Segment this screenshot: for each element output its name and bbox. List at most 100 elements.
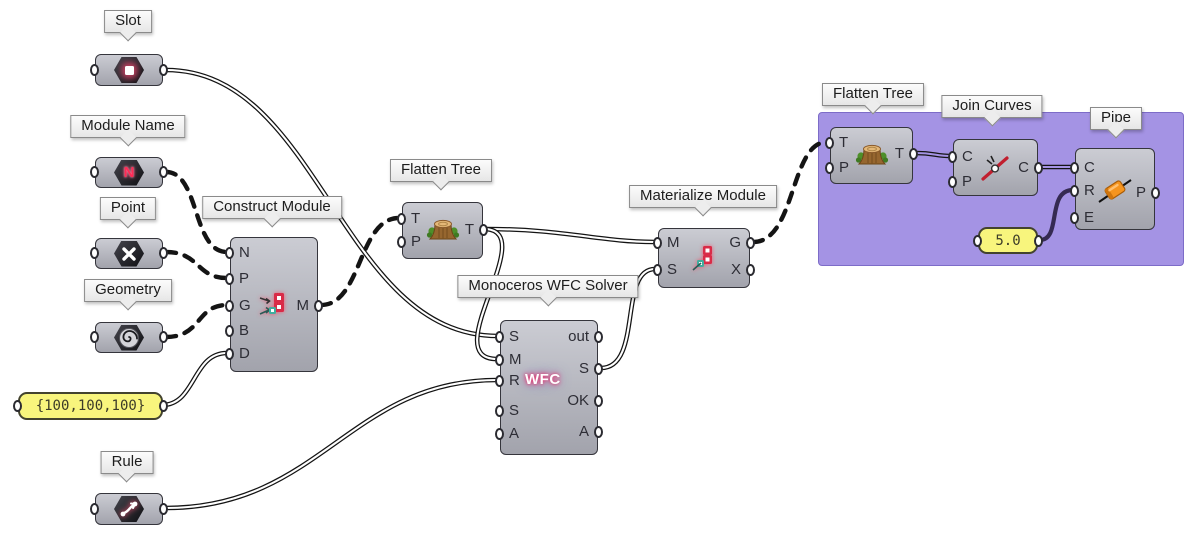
node-flatten-tree-2[interactable]: T P T — [825, 127, 918, 184]
port-nub[interactable] — [397, 213, 406, 225]
node-pipe[interactable]: C R E P — [1070, 148, 1160, 230]
label-construct-module[interactable]: Construct Module — [202, 196, 342, 219]
port-nub[interactable] — [594, 426, 603, 438]
port-nub[interactable] — [90, 247, 99, 259]
port-nub[interactable] — [225, 273, 234, 285]
node-rule[interactable] — [90, 493, 168, 525]
label-slot[interactable]: Slot — [104, 10, 152, 33]
port-label: S — [509, 402, 520, 419]
port-nub[interactable] — [948, 176, 957, 188]
node-join-curves[interactable]: C P C — [948, 139, 1043, 196]
port-nub[interactable] — [1034, 235, 1043, 247]
slot-icon — [114, 57, 144, 83]
port-label: A — [578, 423, 589, 440]
label-flatten-tree-2[interactable]: Flatten Tree — [821, 83, 925, 106]
port-label: T — [411, 210, 421, 227]
port-nub[interactable] — [495, 354, 504, 366]
wire-geometry-construct — [163, 302, 230, 340]
port-label: E — [1084, 209, 1095, 226]
label-materialize-module[interactable]: Materialize Module — [629, 185, 777, 208]
port-nub[interactable] — [159, 166, 168, 178]
port-nub[interactable] — [1034, 162, 1043, 174]
port-label: P — [1135, 184, 1146, 201]
label-pipe[interactable]: Pipe — [1089, 107, 1143, 130]
port-nub[interactable] — [159, 64, 168, 76]
node-wfc-solver[interactable]: S M R S A out S OK A WFC — [495, 320, 603, 455]
port-nub[interactable] — [495, 405, 504, 417]
port-nub[interactable] — [479, 224, 488, 236]
port-nub[interactable] — [225, 348, 234, 360]
wire-point-construct — [163, 249, 230, 281]
port-nub[interactable] — [973, 235, 982, 247]
port-label: R — [1084, 182, 1095, 199]
port-nub[interactable] — [495, 375, 504, 387]
port-nub[interactable] — [159, 400, 168, 412]
port-nub[interactable] — [225, 247, 234, 259]
port-nub[interactable] — [159, 331, 168, 343]
node-module-name[interactable]: N — [90, 157, 168, 188]
port-nub[interactable] — [495, 428, 504, 440]
wire-rule-solver — [165, 377, 498, 511]
port-nub[interactable] — [746, 264, 755, 276]
port-label: C — [962, 148, 973, 165]
port-nub[interactable] — [159, 247, 168, 259]
port-nub[interactable] — [13, 400, 22, 412]
port-label: R — [509, 372, 520, 389]
port-nub[interactable] — [948, 151, 957, 163]
node-geometry[interactable] — [90, 322, 168, 353]
node-point[interactable] — [90, 238, 168, 269]
port-label: C — [1084, 159, 1095, 176]
port-label: G — [729, 234, 741, 251]
wire-construct-flatten — [318, 215, 402, 308]
node-flatten-tree[interactable]: T P T — [397, 202, 488, 259]
port-label: A — [509, 425, 520, 442]
label-join-curves[interactable]: Join Curves — [941, 95, 1043, 118]
port-nub[interactable] — [653, 237, 662, 249]
port-nub[interactable] — [225, 300, 234, 312]
port-nub[interactable] — [225, 325, 234, 337]
port-nub[interactable] — [594, 363, 603, 375]
port-nub[interactable] — [90, 503, 99, 515]
port-label: P — [411, 233, 422, 250]
construct-module-icon — [257, 288, 291, 322]
port-nub[interactable] — [90, 331, 99, 343]
label-flatten-tree[interactable]: Flatten Tree — [389, 159, 493, 182]
port-nub[interactable] — [594, 331, 603, 343]
port-nub[interactable] — [653, 264, 662, 276]
wire-radius-pipe — [1037, 187, 1076, 243]
node-slot[interactable] — [90, 54, 168, 86]
port-label: M — [296, 297, 310, 314]
port-nub[interactable] — [397, 236, 406, 248]
pipe-icon — [1096, 173, 1134, 207]
wfc-solver-icon: WFC — [525, 371, 561, 388]
label-rule[interactable]: Rule — [100, 451, 154, 474]
pipe-radius-panel[interactable]: 5.0 — [973, 227, 1043, 254]
label-wfc-solver[interactable]: Monoceros WFC Solver — [457, 275, 639, 298]
port-nub[interactable] — [495, 331, 504, 343]
label-geometry[interactable]: Geometry — [84, 279, 172, 302]
port-nub[interactable] — [90, 166, 99, 178]
port-nub[interactable] — [594, 395, 603, 407]
label-module-name[interactable]: Module Name — [70, 115, 186, 138]
port-nub[interactable] — [1151, 187, 1160, 199]
port-nub[interactable] — [909, 148, 918, 160]
grid-dimensions-panel[interactable]: {100,100,100} — [13, 392, 168, 420]
port-label: N — [239, 244, 250, 261]
port-nub[interactable] — [159, 503, 168, 515]
port-nub[interactable] — [1070, 162, 1079, 174]
port-label: out — [568, 328, 589, 345]
label-point[interactable]: Point — [99, 197, 157, 220]
port-nub[interactable] — [314, 300, 323, 312]
port-nub[interactable] — [90, 64, 99, 76]
port-label: OK — [567, 392, 589, 409]
port-label: T — [894, 145, 904, 162]
port-label: P — [239, 270, 250, 287]
node-materialize-module[interactable]: M S G X — [653, 228, 755, 288]
port-nub[interactable] — [1070, 185, 1079, 197]
port-nub[interactable] — [825, 137, 834, 149]
port-nub[interactable] — [825, 162, 834, 174]
port-nub[interactable] — [1070, 212, 1079, 224]
port-nub[interactable] — [746, 237, 755, 249]
node-construct-module[interactable]: N P G B D M — [225, 237, 323, 372]
